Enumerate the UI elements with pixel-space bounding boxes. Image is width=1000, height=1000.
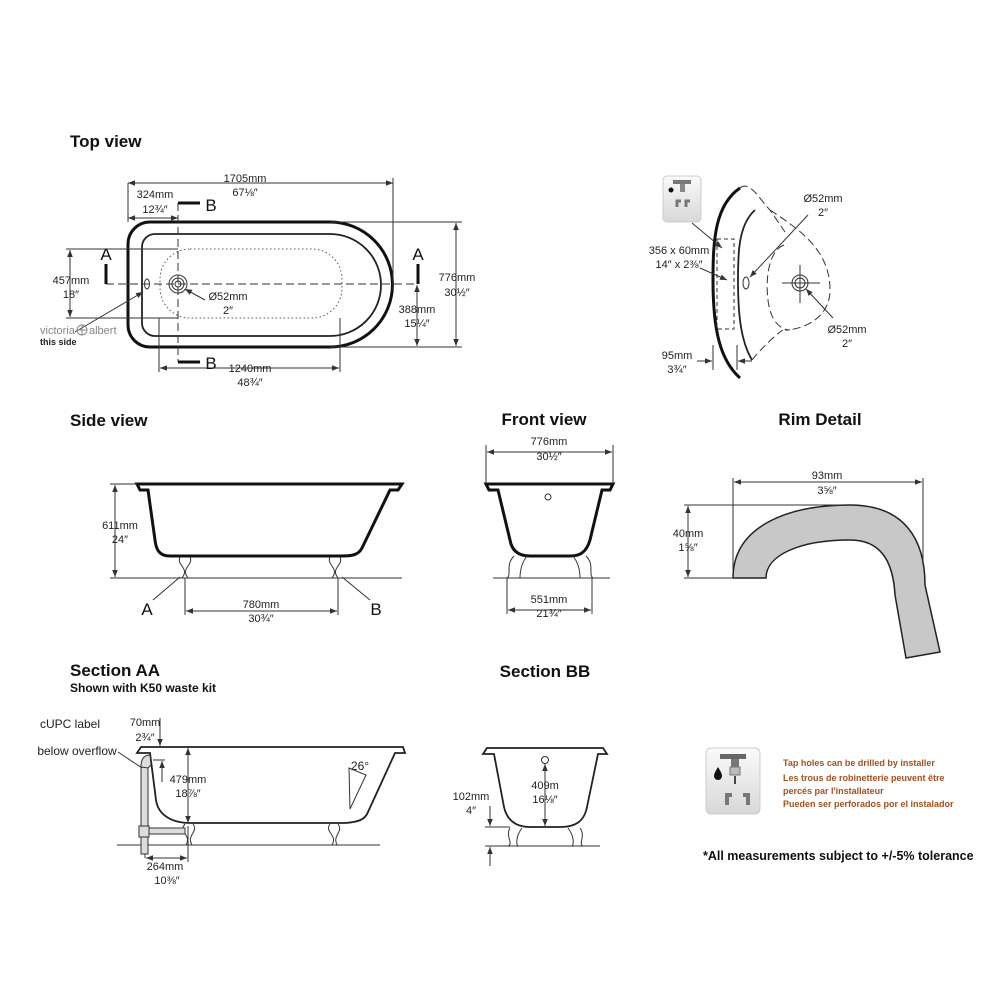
tap-in: 14″ x 2⅜″	[656, 259, 703, 271]
overflow-mm: Ø52mm	[803, 193, 842, 205]
section-aa-subtitle: Shown with K50 waste kit	[70, 681, 216, 695]
tub-floor	[159, 248, 343, 319]
inner-mm: 457mm	[53, 275, 90, 287]
rim-detail: Rim Detail 93mm 3⅝″ 40mm 1⅝″	[673, 410, 941, 659]
front-feet-in: 21¾″	[536, 608, 561, 620]
section-b-bottom: B	[205, 354, 216, 373]
rim-width-mm: 93mm	[812, 470, 843, 482]
section-aa: Section AA Shown with K50 waste kit cUPC…	[37, 661, 407, 887]
overflow-icon	[144, 278, 150, 290]
waste-mm: 264mm	[147, 861, 184, 873]
rim-width-in: 3⅝″	[817, 485, 836, 497]
length-mm: 1705mm	[224, 173, 267, 185]
rim-height-in: 1⅝″	[678, 542, 697, 554]
top-view: Top view victoria albert this side 1705m…	[40, 132, 475, 389]
depth-aa-in: 18⅞″	[175, 788, 200, 800]
front-view-title: Front view	[501, 410, 587, 429]
half-in: 15¼″	[404, 318, 429, 330]
feet	[178, 556, 342, 579]
tub-side-outline	[134, 482, 405, 558]
rim-in: 3¾″	[667, 364, 686, 376]
inner-in: 18″	[63, 289, 79, 301]
section-a-right: A	[412, 245, 424, 264]
front-width-in: 30½″	[536, 451, 561, 463]
waste-in: 10⅜″	[154, 875, 179, 887]
base-in: 48¾″	[237, 377, 262, 389]
rim-offset-in: 2¾″	[135, 732, 154, 744]
section-aa-title: Section AA	[70, 661, 160, 680]
height-mm: 611mm	[102, 520, 138, 532]
section-b-top: B	[205, 196, 216, 215]
base-mm: 1240mm	[229, 363, 272, 375]
tap-drill-icon	[705, 747, 761, 815]
tub-outline	[126, 220, 394, 349]
tub-inner	[141, 233, 382, 337]
rim-height-mm: 40mm	[673, 528, 704, 540]
drain-in-detail: 2″	[842, 338, 852, 350]
tap-mm: 356 x 60mm	[649, 245, 710, 257]
drain-icon	[782, 265, 820, 303]
offset-mm: 324mm	[137, 189, 174, 201]
side-view: Side view 611mm 24″ 780mm 30¾″ A B	[70, 411, 405, 625]
rim-mm: 95mm	[662, 350, 693, 362]
depth-aa-mm: 479mm	[170, 774, 207, 786]
tub-front-outline	[483, 482, 616, 558]
tub-bb-outline	[481, 747, 609, 828]
overflow-hole-icon	[742, 276, 750, 290]
brand-left: victoria	[40, 325, 76, 337]
section-bb-title: Section BB	[500, 662, 591, 681]
depth-bb-in: 16⅛″	[532, 794, 557, 806]
cupc-label-line2: below overflow	[37, 744, 117, 758]
length-in: 67⅛″	[232, 187, 257, 199]
overflow-in: 2″	[818, 207, 828, 219]
wall-angle: 26°	[351, 759, 369, 773]
clearance-mm: 102mm	[453, 791, 490, 803]
drain-mm-detail: Ø52mm	[827, 324, 866, 336]
side-view-title: Side view	[70, 411, 148, 430]
rim-detail-title: Rim Detail	[778, 410, 861, 429]
angle-indicator	[348, 767, 367, 810]
front-width-mm: 776mm	[531, 436, 568, 448]
width-in: 30½″	[444, 287, 469, 299]
section-bb: Section BB 409m 16⅛″ 102mm 4″	[453, 662, 609, 866]
section-a-left: A	[100, 245, 112, 264]
drain-mm: Ø52mm	[208, 291, 247, 303]
tap-note-en: Tap holes can be drilled by installer	[783, 758, 935, 768]
width-mm: 776mm	[439, 272, 476, 284]
rim-profile	[732, 504, 941, 659]
tap-note-fr-2: percés par l'installateur	[783, 786, 884, 796]
front-feet-mm: 551mm	[531, 594, 568, 606]
tolerance-note: *All measurements subject to +/-5% toler…	[703, 849, 974, 863]
section-b-marker: B	[370, 600, 381, 619]
tub-section-outline	[135, 746, 407, 824]
top-view-title: Top view	[70, 132, 142, 151]
tap-note-es: Pueden ser perforados por el instalador	[783, 799, 954, 809]
drain-in: 2″	[223, 305, 233, 317]
half-mm: 388mm	[399, 304, 436, 316]
depth-bb-mm: 409m	[531, 780, 559, 792]
tap-note-fr-1: Les trous de robinetterie peuvent être	[783, 773, 945, 783]
rim-offset-mm: 70mm	[130, 717, 161, 729]
offset-in: 12¾″	[142, 204, 167, 216]
height-in: 24″	[112, 534, 128, 546]
tap-drill-icon	[662, 175, 702, 223]
tap-note: Tap holes can be drilled by installer Le…	[705, 747, 954, 815]
cupc-label-line1: cUPC label	[40, 717, 100, 731]
drain-icon	[168, 274, 188, 294]
overflow-detail: Ø52mm 2″ 356 x 60mm 14″ x 2⅜″ Ø52mm 2″ 9…	[649, 175, 867, 380]
feet-mm: 780mm	[243, 599, 280, 611]
clearance-in: 4″	[466, 805, 476, 817]
brand-logo	[76, 324, 88, 336]
brand-note: this side	[40, 337, 77, 347]
waste-kit	[138, 754, 186, 855]
brand-right: albert	[89, 325, 117, 337]
section-a-marker: A	[141, 600, 153, 619]
feet-in: 30¾″	[248, 613, 273, 625]
front-view: Front view 776mm 30½″ 551mm 21¾″	[483, 410, 616, 620]
